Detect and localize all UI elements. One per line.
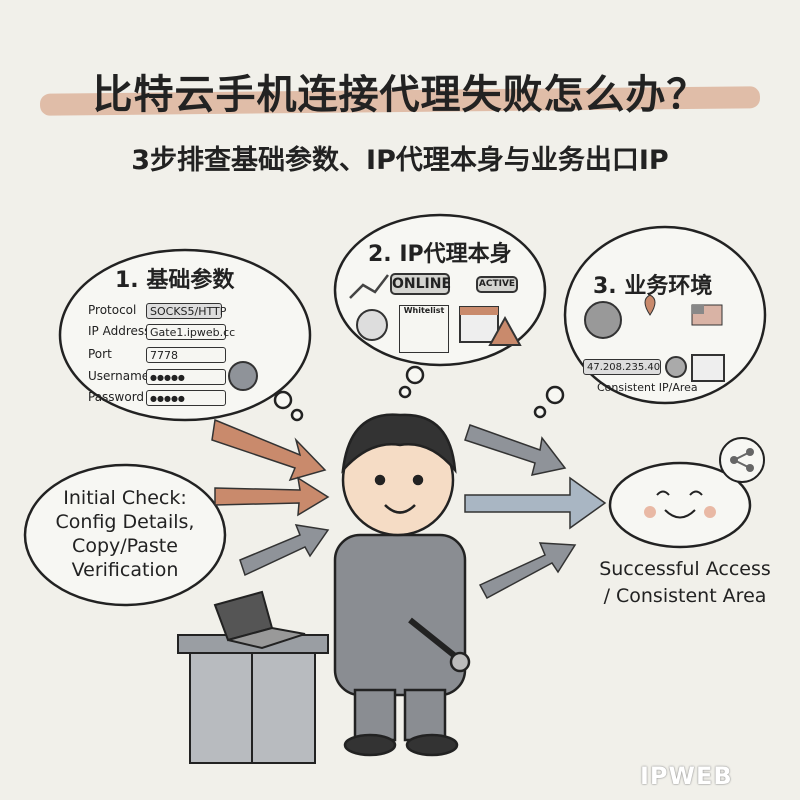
port-input[interactable]: 7778	[146, 347, 226, 363]
initial-check-line: Config Details,	[55, 511, 195, 533]
arrow-gray-2	[464, 424, 567, 476]
result-text: Successful Access / Consistent Area	[585, 556, 785, 610]
bubble-initial-check	[23, 463, 227, 607]
initial-check-line: Verification	[71, 559, 179, 581]
result-line: Successful Access	[599, 558, 771, 580]
arrows	[211, 418, 607, 600]
page-subtitle: 3步排查基础参数、IP代理本身与业务出口IP	[131, 145, 669, 176]
check-icon	[665, 356, 687, 378]
password-input[interactable]: ●●●●●	[146, 390, 226, 406]
step1-heading: 1. 基础参数	[115, 268, 235, 293]
arrow-gray-1	[239, 524, 330, 577]
smiling-cloud	[608, 461, 752, 549]
step3-caption: Consistent IP/Area	[597, 381, 698, 394]
ip-address-input[interactable]: Gate1.ipweb.cc	[146, 324, 235, 340]
field-label: Protocol	[88, 303, 137, 317]
technician	[333, 413, 471, 757]
trend-icon	[349, 274, 389, 299]
step2-heading: 2. IP代理本身	[368, 242, 512, 267]
ip-readout: 47.208.235.40	[583, 359, 661, 375]
clock-icon	[356, 309, 388, 341]
username-input[interactable]: ●●●●●	[146, 369, 226, 385]
arrow-orange-2	[214, 476, 330, 517]
result-line: / Consistent Area	[603, 585, 767, 607]
field-label: Username	[88, 369, 150, 383]
share-icon	[719, 437, 765, 483]
whitelist-label: Whitelist	[403, 306, 445, 315]
warning-icon	[488, 315, 522, 346]
desk	[177, 590, 329, 764]
checkmark-icon	[228, 361, 258, 391]
arrow-blue	[464, 476, 607, 530]
whitelist-card: Whitelist	[399, 305, 449, 353]
ipweb-logo: IPWEB	[640, 762, 733, 790]
initial-check-line: Copy/Paste	[72, 535, 178, 557]
browser-icon	[691, 354, 725, 382]
field-label: Port	[88, 347, 112, 361]
step3-heading: 3. 业务环境	[593, 274, 713, 299]
arrow-gray-3	[478, 542, 577, 600]
field-label: Password	[88, 390, 145, 404]
wrench-icon	[408, 617, 462, 663]
online-badge: ONLINE	[390, 273, 451, 295]
protocol-select[interactable]: SOCKS5/HTTP	[146, 303, 226, 319]
active-badge: ACTIVE	[476, 276, 518, 293]
page-title: 比特云手机连接代理失败怎么办？	[92, 72, 708, 118]
globe-icon	[584, 301, 622, 339]
arrow-orange-1	[211, 418, 327, 482]
field-label: IP Address	[88, 324, 151, 338]
map-pin-icon	[644, 294, 656, 316]
initial-check-text: Initial Check: Config Details, Copy/Past…	[30, 486, 220, 582]
initial-check-line: Initial Check:	[63, 487, 187, 509]
